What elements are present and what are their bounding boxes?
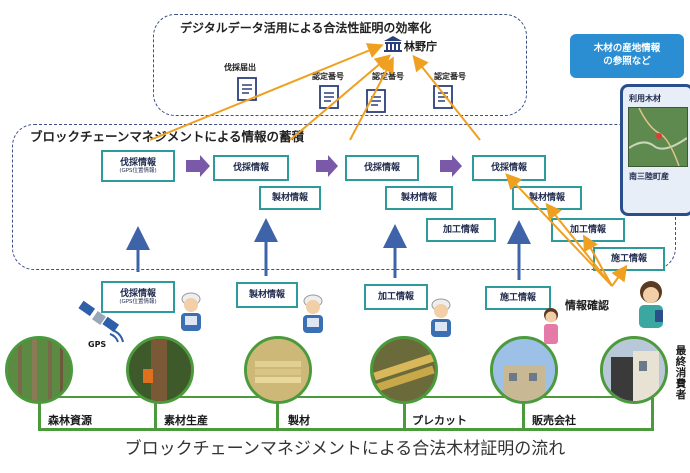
- sales-company-photo: [490, 336, 558, 404]
- info-confirm-label: 情報確認: [565, 299, 609, 312]
- info-bubble: 木材の産地情報 の参照など: [570, 34, 684, 78]
- worker-icon: [431, 298, 451, 337]
- worker-icon: [303, 294, 323, 333]
- input-box-processing: 加工情報: [364, 284, 428, 310]
- doc-label-cert-2: 認定番号: [372, 72, 404, 81]
- smartphone: 利用木材 南三陸町産: [620, 84, 690, 216]
- info-box-felling: 伐採情報: [213, 155, 289, 181]
- doc-label-cert-1: 認定番号: [312, 72, 344, 81]
- sawmill-photo: [244, 336, 312, 404]
- worker-icon: [181, 292, 201, 331]
- top-title: デジタルデータ活用による合法性証明の効率化: [180, 21, 432, 35]
- agency-label: 林野庁: [404, 40, 437, 53]
- stage-label-precut: プレカット: [412, 414, 467, 427]
- satellite-icon: [78, 300, 124, 343]
- blockchain-title: ブロックチェーンマネジメントによる情報の蓄積: [30, 129, 305, 144]
- phone-header: 利用木材: [629, 94, 661, 103]
- stage-label-logging: 素材生産: [164, 414, 208, 427]
- phone-map: [628, 107, 688, 167]
- consumer-label: 最 終 消 費 者: [675, 345, 687, 402]
- info-box-sawmill: 製材情報: [512, 186, 582, 210]
- info-box-processing: 加工情報: [551, 218, 625, 242]
- info-box-felling: 伐採情報 (GPS位置情報): [101, 150, 175, 182]
- info-box-construction: 施工情報: [593, 247, 665, 271]
- info-box-sawmill: 製材情報: [259, 186, 321, 210]
- stage-label-sawmill: 製材: [288, 414, 310, 427]
- info-box-felling: 伐採情報: [345, 155, 419, 181]
- government-building-icon: [384, 36, 402, 52]
- document-icon: [237, 77, 257, 101]
- input-box-sawmill: 製材情報: [236, 282, 298, 308]
- info-box-sawmill: 製材情報: [385, 186, 453, 210]
- figure-caption: ブロックチェーンマネジメントによる合法木材証明の流れ: [124, 439, 566, 459]
- input-box-felling: 伐採情報 (GPS位置情報): [101, 281, 175, 313]
- stage-label-sales: 販売会社: [532, 414, 576, 427]
- doc-label-cert-3: 認定番号: [434, 72, 466, 81]
- staff-icon: [544, 308, 558, 344]
- logging-photo: [126, 336, 194, 404]
- doc-label-felling-notice: 伐採届出: [224, 63, 256, 72]
- input-box-construction: 施工情報: [485, 286, 551, 310]
- house-photo: [600, 336, 668, 404]
- consumer-icon: [639, 281, 663, 328]
- forest-photo: [5, 336, 73, 404]
- gps-label: GPS: [88, 340, 107, 349]
- stage-label-forest: 森林資源: [48, 414, 92, 427]
- top-container: [153, 14, 527, 116]
- info-box-processing: 加工情報: [426, 218, 496, 242]
- phone-footer: 南三陸町産: [629, 172, 669, 181]
- precut-photo: [370, 336, 438, 404]
